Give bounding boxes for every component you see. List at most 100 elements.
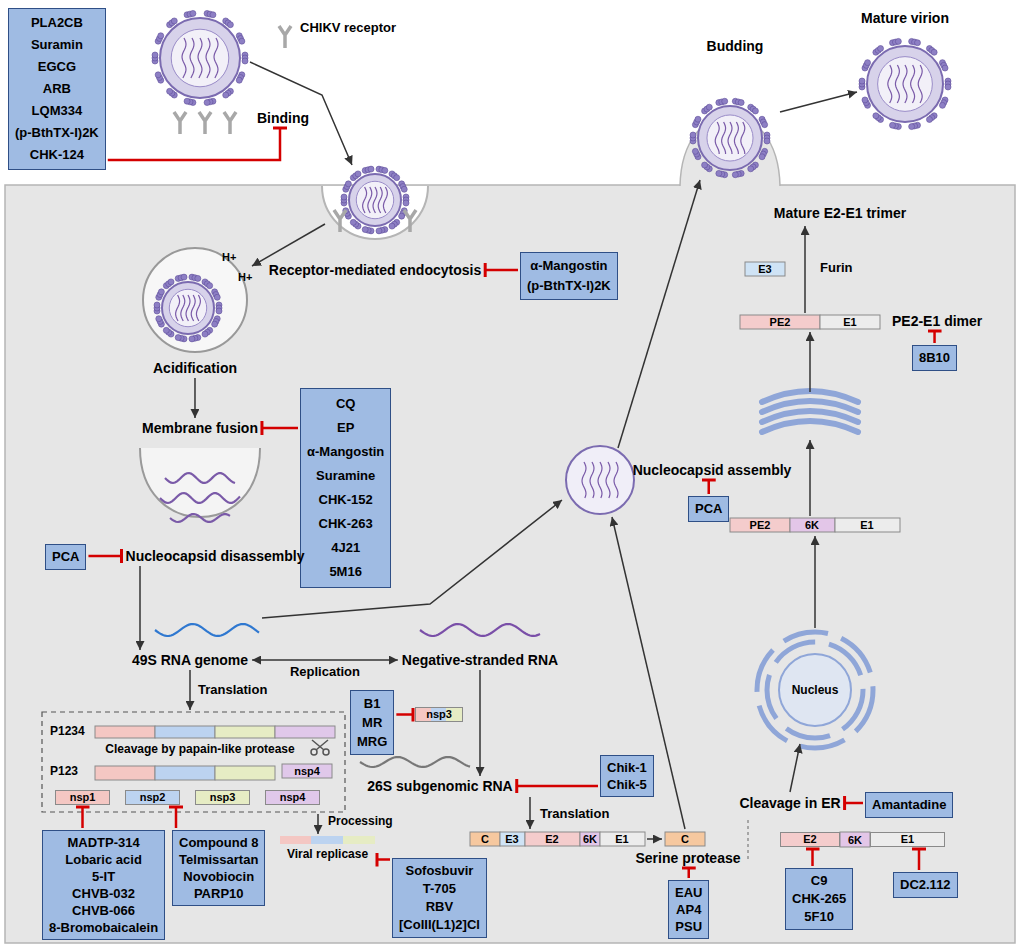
- endosome: [143, 248, 247, 352]
- flow-arrow: [618, 180, 700, 448]
- spike-glycoprotein: [214, 294, 220, 300]
- stage-label: 26S subgenomic RNA: [365, 778, 514, 794]
- spike-glycoprotein: [764, 138, 770, 144]
- inhibition-line: [517, 785, 598, 788]
- spike-glycoprotein: [389, 223, 395, 229]
- annotation-label: nsp4: [294, 764, 320, 778]
- spike-glycoprotein: [914, 40, 920, 46]
- inhibitor-box: α-Mangostin(p-BthTX-I)2K: [520, 252, 618, 300]
- node-text: Membrane fusion: [142, 420, 258, 436]
- spike-glycoprotein: [706, 104, 712, 110]
- rna-strand: [170, 514, 230, 522]
- node-text: Amantadine: [872, 796, 946, 814]
- spike-glycoprotein: [399, 213, 405, 219]
- stage-label: Mature E2-E1 trimer: [772, 205, 908, 221]
- rna-strand: [895, 65, 899, 103]
- protein-segment: [275, 726, 335, 738]
- spike-glycoprotein: [216, 308, 222, 314]
- rna-strand: [368, 187, 372, 213]
- virion-envelope: [867, 46, 943, 122]
- node-text: AP4: [675, 901, 702, 918]
- protein-segment: [600, 832, 645, 846]
- spike-glycoprotein: [732, 172, 738, 178]
- flow-arrow: [252, 224, 325, 266]
- node-text: α-Mangostin: [307, 440, 384, 464]
- node-text: Mature virion: [861, 10, 949, 26]
- flow-arrow: [780, 92, 857, 112]
- spike-glycoprotein: [190, 10, 196, 16]
- spike-glycoprotein: [242, 58, 248, 64]
- spike-glycoprotein: [759, 154, 765, 160]
- rna-strand: [198, 38, 202, 78]
- node-text: RBV: [399, 898, 480, 916]
- receptor-symbol: [404, 210, 416, 232]
- virion: [859, 38, 951, 129]
- annotation-label: 6K: [805, 518, 819, 532]
- node-text: EGCG: [15, 56, 99, 78]
- rna-strand: [614, 462, 618, 498]
- golgi-cisterna: [762, 421, 858, 432]
- rna-strand: [888, 65, 892, 103]
- annotation-label: P123: [50, 764, 78, 778]
- spike-glycoprotein: [152, 52, 158, 58]
- inhibitor-box: B1MRMRG: [350, 690, 394, 755]
- spike-glycoprotein: [158, 289, 164, 295]
- spike-glycoprotein: [158, 33, 164, 39]
- rna-strand: [360, 757, 470, 767]
- separator-line: [748, 820, 749, 862]
- spike-glycoprotein: [156, 316, 162, 322]
- rna-strand: [206, 38, 210, 78]
- stage-label: Budding: [705, 38, 766, 54]
- node-text: nsp2: [126, 791, 179, 804]
- node-text: CHVB-066: [49, 902, 158, 919]
- spike-glycoprotein: [859, 78, 865, 84]
- receptor-symbol: [174, 112, 186, 134]
- spike-glycoprotein: [355, 171, 361, 177]
- node-text: (p-BthTX-I)2K: [15, 122, 99, 144]
- node-text: PSU: [675, 918, 702, 935]
- annotation-label: CHIKV receptor: [300, 20, 396, 36]
- rna-strand: [918, 65, 922, 103]
- inhibitor-box: EAUAP4PSU: [668, 880, 709, 939]
- stage-label: Nucleocapsid disassembly: [124, 548, 307, 564]
- receptor-symbol: [279, 26, 291, 48]
- inhibitor-box: PCA: [45, 544, 86, 570]
- virion-capsid: [356, 181, 393, 218]
- annotation-label: Processing: [328, 814, 393, 828]
- edge-label: Replication: [288, 664, 362, 679]
- inhibition-line: [707, 480, 710, 494]
- protein-segment: [500, 832, 525, 846]
- protein-segment: [155, 726, 215, 738]
- node-text: PLA2CB: [15, 12, 99, 34]
- annotation-label: Translation: [198, 682, 267, 698]
- virion-envelope: [698, 106, 762, 170]
- node-text: Binding: [257, 110, 309, 126]
- spike-glycoprotein: [210, 12, 216, 18]
- inhibitor-box: 8B10: [912, 345, 957, 371]
- spike-glycoprotein: [748, 166, 754, 172]
- node-text: Acidification: [153, 360, 237, 376]
- node-text: Viral replicase: [280, 847, 375, 861]
- node-text: [CoIII(L1)2]Cl: [399, 916, 480, 934]
- spike-glycoprotein: [350, 219, 356, 225]
- protein-segment: [745, 262, 785, 276]
- rna-strand: [155, 624, 259, 636]
- nucleocapsid: [566, 446, 634, 514]
- stage-label: Membrane fusion: [140, 420, 260, 436]
- annotation-label: H+: [222, 250, 236, 264]
- rna-strand: [741, 122, 745, 154]
- flow-arrow: [790, 744, 800, 792]
- spike-glycoprotein: [942, 65, 948, 71]
- node-text: Mature E2-E1 trimer: [774, 205, 906, 221]
- node-text: CQ: [307, 392, 384, 416]
- node-text: Budding: [707, 38, 764, 54]
- rna-strand: [903, 65, 907, 103]
- protein-segment: [665, 832, 705, 846]
- node-text: Suramin: [15, 34, 99, 56]
- inhibition-line: [262, 427, 298, 430]
- node-text: (p-BthTX-I)2K: [527, 276, 611, 296]
- stage-label: 49S RNA genome: [130, 652, 250, 668]
- replicase-segment: nsp3: [415, 707, 463, 722]
- flow-arrow: [250, 62, 352, 165]
- spike-glycoprotein: [341, 194, 347, 200]
